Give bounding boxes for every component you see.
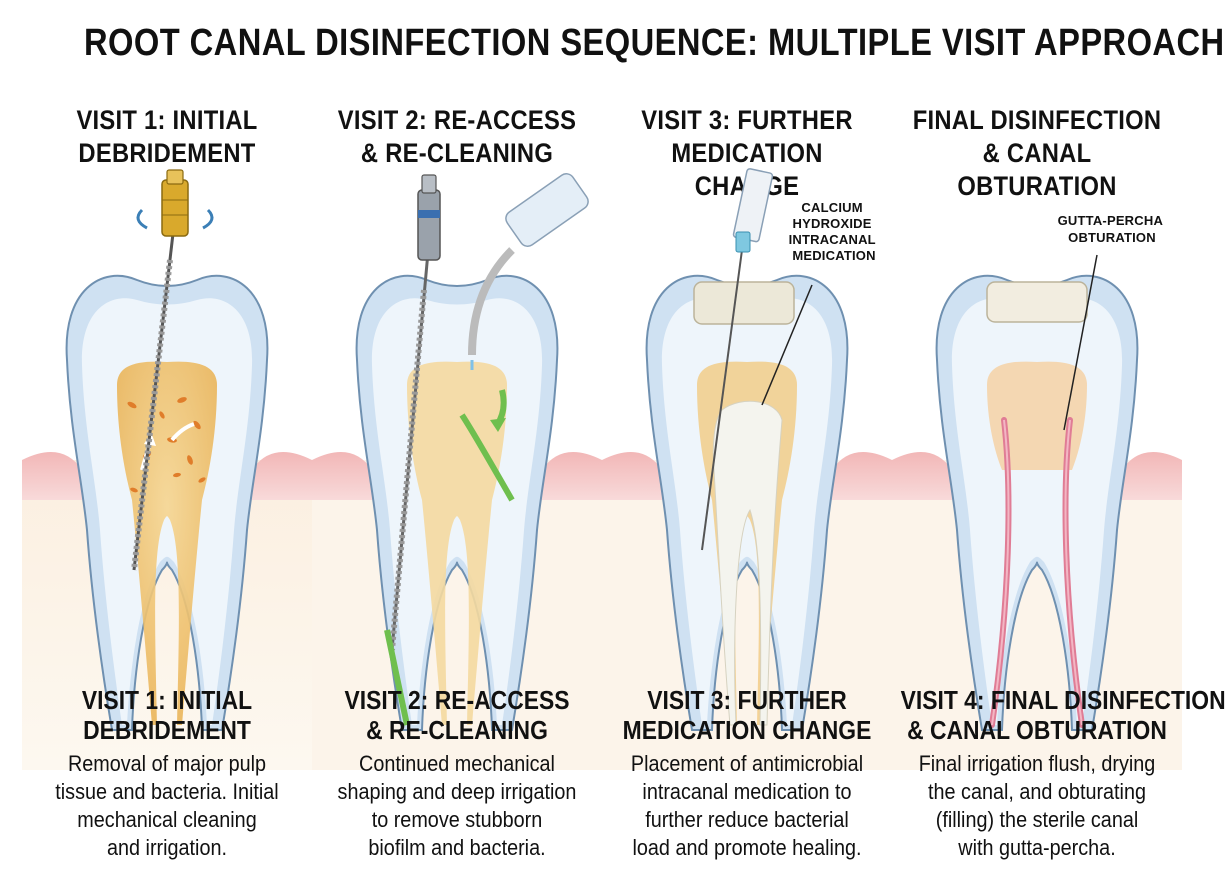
visit-1-caption-line-2: DEBRIDEMENT <box>83 715 251 745</box>
pulp <box>117 361 217 725</box>
visit-4-caption-line-1: VISIT 4: FINAL DISINFECTION <box>900 685 1226 715</box>
visit-2-description-line-3: to remove stubborn <box>371 807 543 832</box>
gutta-percha-highlights <box>991 419 1083 726</box>
visit-3-caption-line-2: MEDICATION CHANGE <box>622 715 872 745</box>
visit-3-description: Placement of antimicrobial intracanal me… <box>608 750 887 862</box>
visit-4-caption-title: VISIT 4: FINAL DISINFECTION & CANAL OBTU… <box>900 685 1226 745</box>
visit-3-caption-line-1: VISIT 3: FURTHER <box>647 685 847 715</box>
visit-1-description-line-3: mechanical cleaning <box>77 807 257 832</box>
visit-3-heading-line-1: VISIT 3: FURTHER <box>641 105 853 135</box>
visit-2-description-line-4: biofilm and bacteria. <box>368 835 546 860</box>
visit-1-heading-line-1: VISIT 1: INITIAL <box>76 105 258 135</box>
visit-1-description: Removal of major pulp tissue and bacteri… <box>28 750 307 862</box>
visit-3-tooth-illustration: CALCIUM HYDROXIDE INTRACANAL MEDICATION <box>602 168 892 770</box>
visit-4-description-line-2: the canal, and obturating <box>928 779 1146 804</box>
pulp-chamber <box>987 361 1087 470</box>
visit-1-caption-line-1: VISIT 1: INITIAL <box>81 685 253 715</box>
visit-1-heading-line-2: DEBRIDEMENT <box>78 138 256 168</box>
endodontic-file <box>389 174 441 651</box>
visit-4-panel: FINAL DISINFECTION & CANAL OBTURATION <box>892 100 1226 890</box>
visit-1-description-line-1: Removal of major pulp <box>67 751 267 776</box>
visit-4-heading-line-2: & CANAL OBTURATION <box>957 138 1117 201</box>
visit-1-heading: VISIT 1: INITIAL DEBRIDEMENT <box>39 104 294 170</box>
visit-2-heading-line-2: & RE-CLEANING <box>360 138 554 168</box>
visit-1-panel: VISIT 1: INITIAL DEBRIDEMENT <box>22 100 312 890</box>
visit-1-description-line-4: and irrigation. <box>107 835 227 860</box>
irrigation-arrow-head <box>490 418 506 432</box>
visit-4-description-line-1: Final irrigation flush, drying <box>918 751 1156 776</box>
callout-leader <box>761 284 813 406</box>
visit-2-heading-line-1: VISIT 2: RE-ACCESS <box>337 105 577 135</box>
visit-2-caption-line-1: VISIT 2: RE-ACCESS <box>344 685 570 715</box>
visit-4-description-line-3: (filling) the sterile canal <box>935 807 1139 832</box>
visit-2-description-line-2: shaping and deep irrigation <box>337 779 577 804</box>
visit-4-heading-line-1: FINAL DISINFECTION <box>912 105 1162 135</box>
debris-arrow-2 <box>170 422 195 442</box>
irrigation-syringe <box>468 173 589 370</box>
visit-2-description-line-1: Continued mechanical <box>359 751 555 776</box>
callout-leader <box>1063 254 1098 431</box>
visit-2-description: Continued mechanical shaping and deep ir… <box>318 750 597 862</box>
visit-3-caption-title: VISIT 3: FURTHER MEDICATION CHANGE <box>611 685 884 745</box>
rotation-arrows-icon <box>136 208 214 230</box>
medication-syringe <box>701 168 774 551</box>
visit-3-description-line-1: Placement of antimicrobial <box>630 751 864 776</box>
visit-2-caption-title: VISIT 2: RE-ACCESS & RE-CLEANING <box>321 685 594 745</box>
gutta-percha-callout: GUTTA-PERCHA OBTURATION <box>1058 213 1167 245</box>
visit-3-description-line-3: further reduce bacterial <box>645 807 849 832</box>
endodontic-file <box>131 169 189 571</box>
visit-2-heading: VISIT 2: RE-ACCESS & RE-CLEANING <box>329 104 584 170</box>
visit-2-tooth-illustration <box>312 173 602 770</box>
visit-2-caption-line-2: & RE-CLEANING <box>366 715 548 745</box>
visit-4-tooth-illustration: GUTTA-PERCHA OBTURATION <box>892 213 1182 770</box>
permanent-filling <box>986 281 1088 323</box>
page-title: ROOT CANAL DISINFECTION SEQUENCE: MULTIP… <box>84 22 1225 64</box>
visit-1-description-line-2: tissue and bacteria. Initial <box>55 779 279 804</box>
visit-1-caption-title: VISIT 1: INITIAL DEBRIDEMENT <box>31 685 304 745</box>
visit-4-description-line-4: with gutta-percha. <box>958 835 1116 860</box>
visit-3-panel: VISIT 3: FURTHER MEDICATION CHANGE CALCI… <box>602 100 892 890</box>
visit-1-tooth-illustration <box>22 169 312 770</box>
visit-4-heading: FINAL DISINFECTION & CANAL OBTURATION <box>909 104 1164 203</box>
visit-2-panel: VISIT 2: RE-ACCESS & RE-CLEANING <box>312 100 602 890</box>
calcium-hydroxide-callout: CALCIUM HYDROXIDE INTRACANAL MEDICATION <box>789 200 880 263</box>
visit-3-description-line-4: load and promote healing. <box>632 835 862 860</box>
temporary-filling <box>693 281 795 325</box>
visit-3-description-line-2: intracanal medication to <box>642 779 852 804</box>
visit-4-caption-line-2: & CANAL OBTURATION <box>907 715 1167 745</box>
visit-4-description: Final irrigation flush, drying the canal… <box>898 750 1177 862</box>
calcium-hydroxide-fill <box>712 400 783 726</box>
